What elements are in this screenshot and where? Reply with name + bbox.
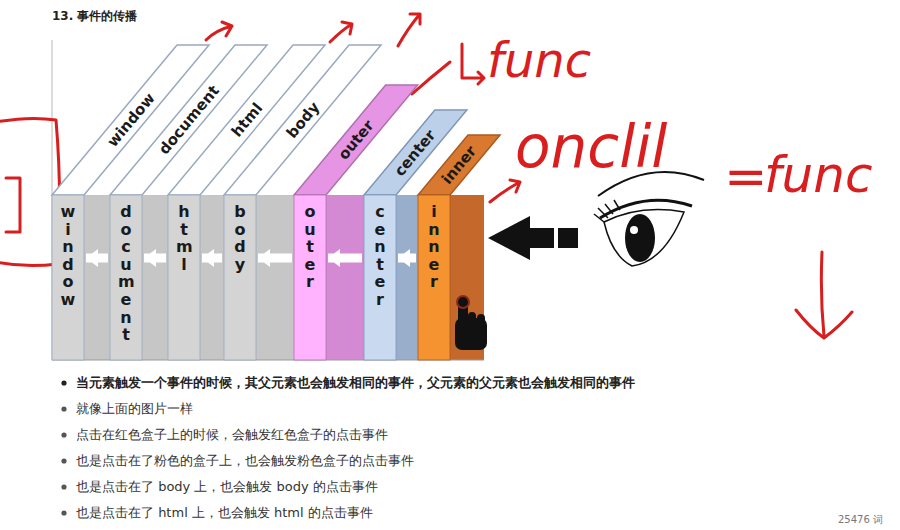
event-layer-panel: centercenter: [364, 110, 467, 360]
front-face: body: [224, 195, 256, 360]
front-face: inner: [418, 195, 450, 360]
layer-name: window: [103, 89, 158, 150]
section-title: 13. 事件的传播: [52, 8, 137, 25]
event-layer-panel: innerinner: [418, 135, 500, 360]
propagation-arrow: [86, 254, 108, 263]
front-face: html: [168, 195, 200, 360]
bullet-dot: [61, 380, 66, 515]
propagation-arrow: [398, 254, 416, 263]
hand-cursor: [455, 296, 487, 350]
bullet-text: 也是点击在了 body 上，也会触发 body 的点击事件: [76, 478, 378, 496]
layer-name-vertical: document: [118, 203, 134, 344]
layer-name-vertical: center: [372, 203, 388, 309]
layer-name-vertical: inner: [426, 203, 442, 291]
side-face: [84, 195, 110, 360]
eye-icon: [594, 172, 704, 266]
panel-front: [224, 195, 256, 360]
side-face: [396, 195, 418, 360]
side-face: [256, 195, 294, 360]
handwritten-note: func: [487, 36, 591, 84]
bullet-text: 点击在红色盒子上的时候，会触发红色盒子的点击事件: [76, 426, 388, 444]
side-face: [326, 195, 364, 360]
bullet-text: 也是点击在了粉色的盒子上，也会触发粉色盒子的点击事件: [76, 452, 414, 470]
word-count: 25476 词: [838, 511, 883, 529]
handwritten-note: onclil: [515, 118, 667, 176]
side-face: [200, 195, 224, 360]
layer-name-vertical: window: [60, 203, 76, 309]
panel-front: [364, 195, 396, 360]
bullet-text: 也是点击在了 html 上，也会触发 html 的点击事件: [76, 504, 373, 522]
propagation-arrow: [144, 254, 166, 263]
bullet-text: 就像上面的图片一样: [76, 400, 193, 418]
event-layer-panel: outerouter: [294, 85, 418, 360]
propagation-arrow: [328, 254, 362, 263]
panel-front: [418, 195, 450, 360]
handwritten-note: =: [724, 150, 768, 202]
bullet-text: 当元素触发一个事件的时候，其父元素也会触发相同的事件，父元素的父元素也会触发相同…: [76, 374, 635, 392]
panel-front: [52, 195, 84, 360]
front-face: center: [364, 195, 396, 360]
handwritten-note: func: [764, 150, 872, 200]
front-face: window: [52, 195, 84, 360]
panel-front: [294, 195, 326, 360]
panel-top: [418, 135, 500, 195]
panel-front: [168, 195, 200, 360]
propagation-arrow: [202, 254, 222, 263]
front-face: outer: [294, 195, 326, 360]
view-arrow: [488, 216, 578, 260]
layer-name-vertical: outer: [302, 203, 318, 291]
layer-name-vertical: html: [176, 203, 192, 273]
side-face: [142, 195, 168, 360]
propagation-arrow: [258, 254, 292, 263]
front-face: document: [110, 195, 142, 360]
panel-front: [110, 195, 142, 360]
layer-name-vertical: body: [232, 203, 248, 273]
